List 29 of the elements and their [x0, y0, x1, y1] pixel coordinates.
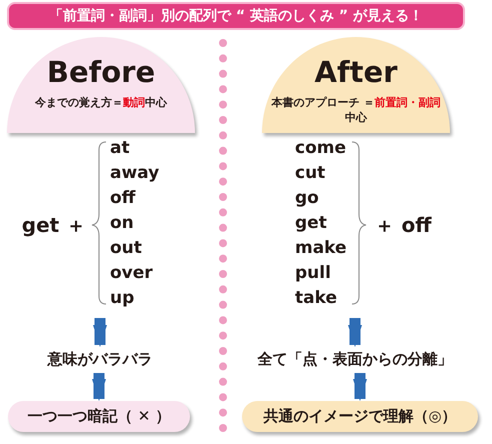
text-label: 意味がバラバラ [48, 348, 152, 370]
word: out [110, 237, 143, 260]
text-label: ＋ off [374, 212, 432, 239]
block-arrow [92, 373, 106, 402]
title-banner: 「前置詞・副詞」別の配列で “ 英語のしくみ ” が見える！ [7, 2, 465, 30]
panel-subtitle: 今までの覚え方＝動詞中心 [34, 95, 168, 110]
word: away [110, 162, 160, 185]
word: up [110, 287, 136, 310]
result-pill: 一つ一つ暗記（ ✕ ） [8, 401, 190, 432]
word: off [110, 187, 136, 210]
word: get [295, 212, 328, 235]
block-arrow [353, 373, 367, 402]
panel-heading: Before [46, 55, 156, 89]
block-arrow [93, 318, 107, 348]
word: come [295, 137, 347, 160]
word: make [295, 237, 348, 260]
word: pull [295, 262, 332, 285]
word: take [295, 287, 338, 310]
word: over [110, 262, 154, 285]
word: cut [295, 162, 326, 185]
word: on [110, 212, 135, 235]
word: go [295, 187, 320, 210]
panel-subtitle: 本書のアプローチ ＝前置詞・副詞中心 [270, 95, 442, 125]
text-label: get ＋ [22, 212, 86, 239]
text-label: 全て「点・表面からの分離」 [258, 348, 452, 370]
word: at [110, 137, 131, 160]
result-pill: 共通のイメージで理解（◎） [242, 401, 478, 432]
panel-heading: After [314, 55, 398, 89]
block-arrow [348, 318, 362, 348]
